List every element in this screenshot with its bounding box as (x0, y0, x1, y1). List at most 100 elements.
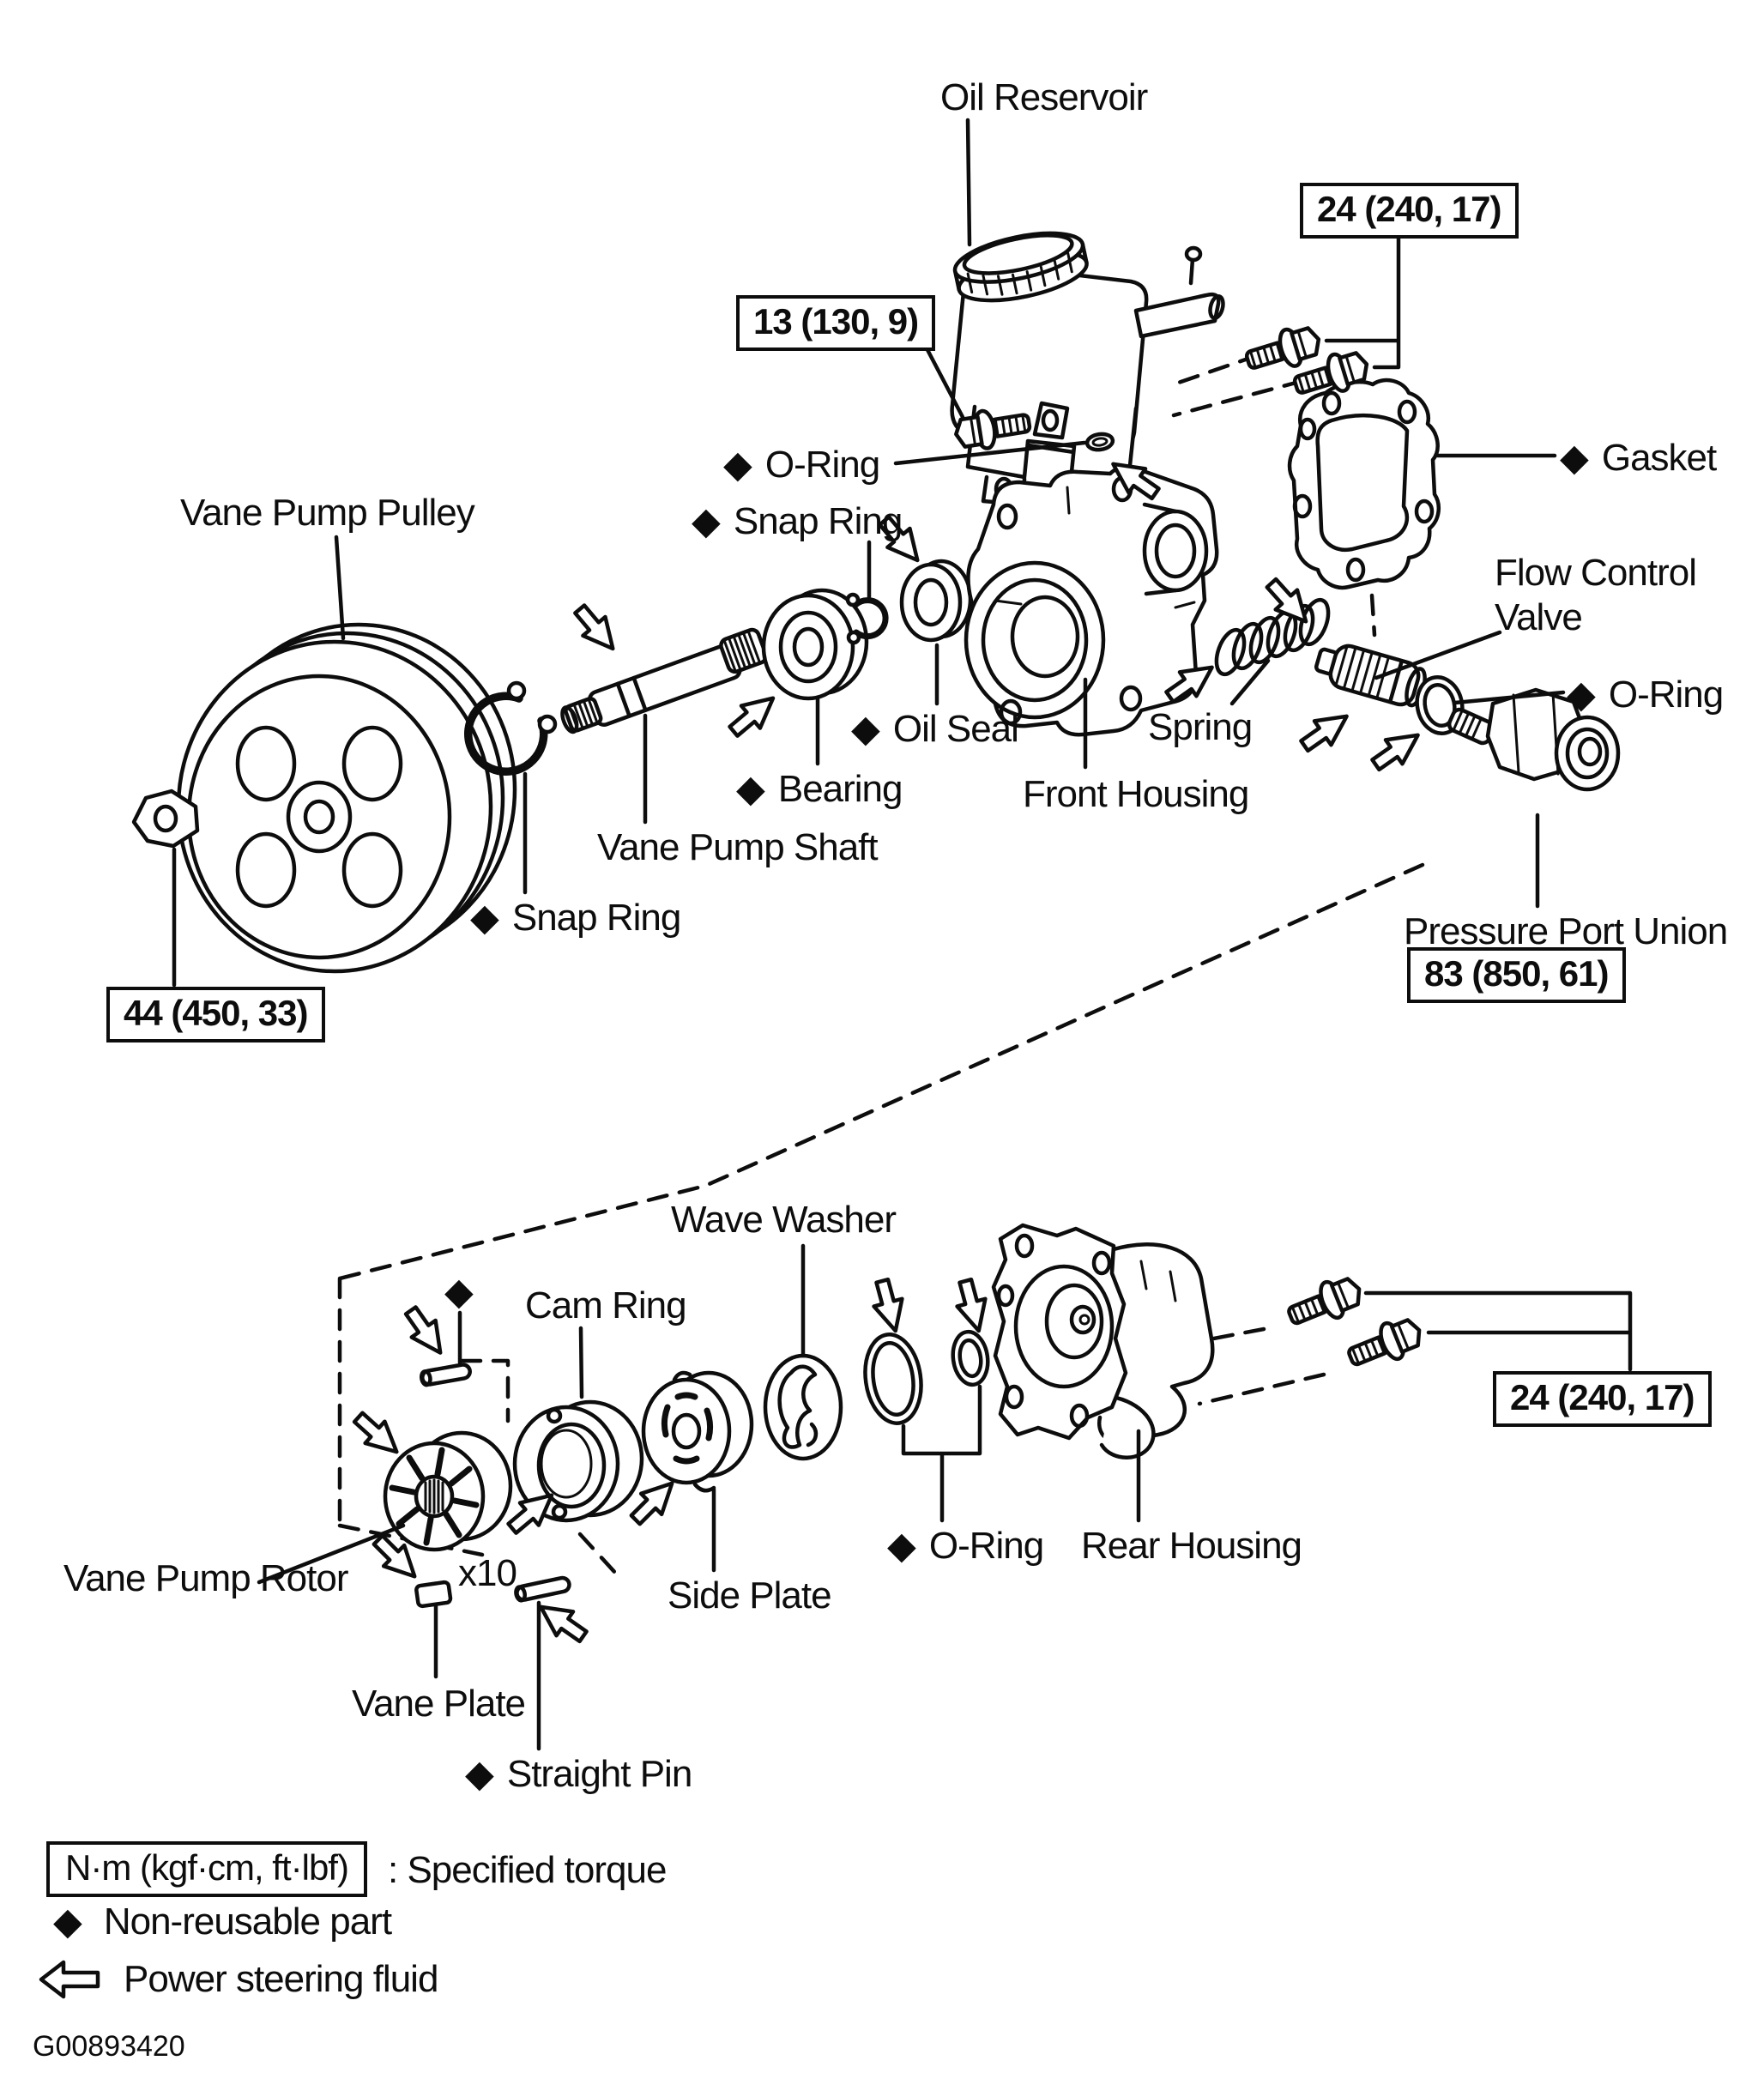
pressure-port-union-drawing (1447, 687, 1621, 792)
cam-ring-label: Cam Ring (525, 1284, 687, 1328)
non-reusable-diamond-icon: ◆ (851, 708, 880, 750)
vane-pump-rotor-label: Vane Pump Rotor (63, 1556, 348, 1601)
snap-ring-top-label: ◆ Snap Ring (692, 499, 903, 544)
non-reusable-diamond-icon: ◆ (887, 1525, 916, 1567)
pulley-nut-drawing (131, 789, 200, 849)
rear-housing-bolt-1 (1284, 1272, 1366, 1334)
oil-seal-drawing (899, 559, 973, 643)
vane-pump-pulley-text: Vane Pump Pulley (180, 492, 475, 534)
torque-value: 24 (240, 17) (1317, 189, 1501, 229)
torque-box-pressure-port-union: 83 (850, 61) (1407, 947, 1626, 1003)
legend-fluid-row: Power steering fluid (38, 1958, 438, 2001)
straight-pin-text: Straight Pin (506, 1753, 692, 1795)
side-plate-drawing (641, 1370, 754, 1493)
torque-box-pulley-nut: 44 (450, 33) (106, 987, 325, 1042)
gasket-text: Gasket (1601, 437, 1717, 479)
non-reusable-diamond-icon: ◆ (736, 768, 765, 810)
o-ring-rear-text: O-Ring (928, 1525, 1044, 1567)
torque-value: 44 (450, 33) (124, 993, 308, 1033)
vane-count-text: x10 (458, 1552, 517, 1594)
snap-ring-left-drawing (464, 680, 558, 776)
rear-housing-drawing (991, 1223, 1215, 1459)
non-reusable-diamond-icon: ◆ (53, 1901, 82, 1943)
rear-housing-label: Rear Housing (1081, 1524, 1302, 1568)
torque-value: 13 (130, 9) (753, 301, 919, 341)
legend-torque-units-box: N·m (kgf·cm, ft·lbf) (46, 1841, 367, 1897)
straight-pin-label: ◆Straight Pin (465, 1752, 692, 1797)
vane-pump-pulley-drawing (176, 622, 517, 974)
oil-reservoir-text: Oil Reservoir (940, 76, 1148, 118)
o-ring-rear-small-drawing (951, 1329, 990, 1387)
legend-torque-units-text: N·m (kgf·cm, ft·lbf) (65, 1847, 349, 1888)
non-reusable-diamond-icon: ◆ (723, 444, 752, 486)
snap-ring-top-text: Snap Ring (733, 500, 903, 542)
legend-torque-description-text: : Specified torque (388, 1849, 667, 1891)
direction-arrows (348, 452, 1426, 1648)
flow-control-valve-text-line1: Flow Control (1495, 552, 1697, 594)
wave-washer-drawing (763, 1353, 843, 1461)
torque-box-rear-housing-bolts: 24 (240, 17) (1493, 1371, 1712, 1427)
vane-pump-shaft-text: Vane Pump Shaft (597, 826, 879, 868)
rear-housing-text: Rear Housing (1081, 1525, 1302, 1567)
bearing-text: Bearing (777, 768, 903, 810)
non-reusable-diamond-icon: ◆ (470, 897, 499, 939)
oil-reservoir-drawing (950, 231, 1225, 507)
power-steering-fluid-arrow-icon (39, 1960, 100, 1999)
bearing-drawing (761, 588, 869, 701)
non-reusable-diamond-icon: ◆ (1567, 674, 1596, 716)
snap-ring-left-label: ◆ Snap Ring (470, 896, 681, 940)
snap-ring-top-drawing (845, 592, 889, 645)
leader-lines (172, 118, 1633, 1751)
vane-plate-text: Vane Plate (352, 1683, 526, 1725)
straight-pin-lower-drawing (514, 1575, 571, 1603)
flow-control-valve-drawing (1314, 644, 1427, 708)
wave-washer-label: Wave Washer (671, 1198, 897, 1242)
torque-box-reservoir-bolts: 24 (240, 17) (1300, 183, 1519, 239)
torque-value: 83 (850, 61) (1424, 953, 1609, 994)
vane-pump-rotor-drawing (383, 1430, 513, 1552)
gasket-label: ◆ Gasket (1560, 436, 1717, 480)
spring-label: Spring (1148, 705, 1253, 750)
non-reusable-diamond-icon: ◆ (692, 500, 721, 542)
figure-code: G00893420 (33, 2030, 185, 2064)
oil-seal-text: Oil Seal (892, 708, 1019, 750)
o-ring-top-drawing (1084, 432, 1115, 452)
oil-reservoir-label: Oil Reservoir (940, 76, 1148, 120)
o-ring-rear-label: ◆ O-Ring (887, 1524, 1044, 1568)
torque-value: 24 (240, 17) (1510, 1377, 1695, 1417)
side-plate-text: Side Plate (668, 1574, 832, 1617)
front-housing-text: Front Housing (1023, 773, 1249, 815)
vane-pump-rotor-text: Vane Pump Rotor (63, 1557, 348, 1599)
o-ring-top-text: O-Ring (764, 444, 880, 486)
snap-ring-left-text: Snap Ring (511, 897, 681, 939)
wave-washer-text: Wave Washer (671, 1199, 897, 1241)
straight-pin-upper-diamond: ◆ (444, 1270, 474, 1314)
pressure-port-union-text: Pressure Port Union (1404, 910, 1728, 952)
o-ring-right-label: ◆ O-Ring (1567, 673, 1724, 717)
vane-plate-label: Vane Plate (352, 1682, 526, 1726)
non-reusable-diamond-icon: ◆ (1560, 437, 1589, 479)
legend-non-reusable-row: ◆ Non-reusable part (53, 1900, 392, 1943)
cam-ring-text: Cam Ring (525, 1284, 687, 1326)
gasket-drawing (1287, 378, 1441, 590)
spring-text: Spring (1148, 706, 1253, 748)
vane-pump-pulley-label: Vane Pump Pulley (180, 491, 475, 535)
legend-non-reusable-text: Non-reusable part (103, 1900, 392, 1943)
front-housing-label: Front Housing (1023, 772, 1249, 817)
pressure-port-union-label: Pressure Port Union (1404, 910, 1728, 954)
vane-count-label: x10 (458, 1551, 517, 1596)
legend-torque-description: : Specified torque (388, 1848, 667, 1893)
rear-housing-bolt-2 (1344, 1313, 1426, 1375)
straight-pin-upper-drawing (419, 1363, 472, 1387)
figure-code-text: G00893420 (33, 2030, 185, 2063)
o-ring-right-text: O-Ring (1608, 674, 1724, 716)
bearing-label: ◆ Bearing (736, 767, 903, 812)
o-ring-rear-large-drawing (863, 1333, 923, 1425)
vane-pump-shaft-label: Vane Pump Shaft (597, 825, 879, 870)
o-ring-top-label: ◆ O-Ring (723, 443, 880, 487)
front-housing-drawing (964, 464, 1219, 737)
flow-control-valve-text-line2: Valve (1495, 595, 1583, 638)
oil-seal-label: ◆ Oil Seal (851, 707, 1019, 752)
